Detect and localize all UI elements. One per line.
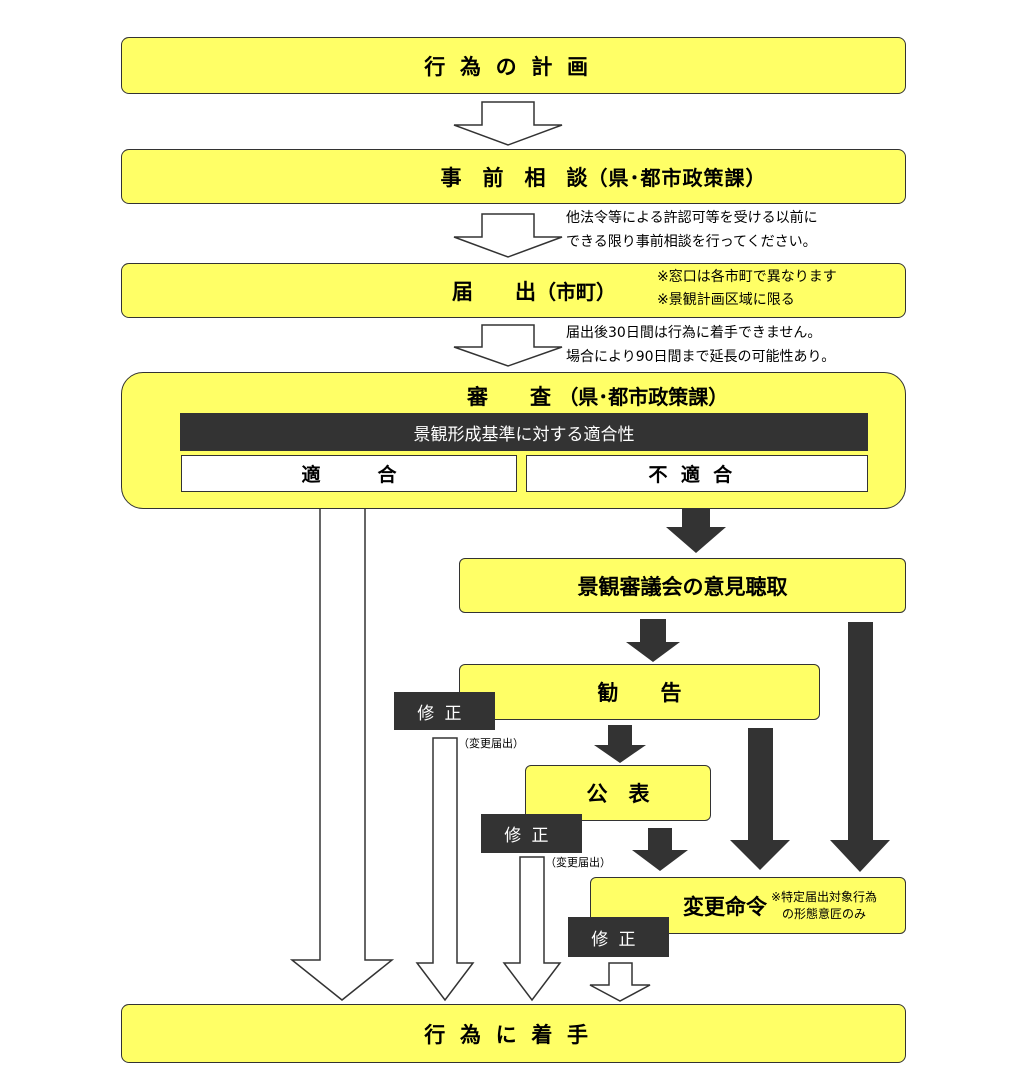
change-notice-2: （変更届出） <box>545 856 611 869</box>
consult-note-line-2: できる限り事前相談を行ってください。 <box>566 234 817 250</box>
arrow-council-to-advice <box>626 619 680 662</box>
fix-box-3: 修正 <box>568 917 669 957</box>
arrow-advice-to-order <box>730 728 790 870</box>
fix-box-1: 修正 <box>394 692 495 730</box>
consult-dept: （県･都市政策課） <box>587 166 767 190</box>
fix-label-1: 修正 <box>417 703 472 724</box>
arrow-council-to-order <box>830 622 890 872</box>
consult-label: 事 前 相 談 <box>440 165 588 190</box>
arrow-compliant-to-start <box>289 498 395 1001</box>
notify-box: 届 出 （市町） <box>121 263 906 318</box>
council-box: 景観審議会の意見聴取 <box>459 558 906 613</box>
start-box: 行為に着手 <box>121 1004 906 1063</box>
consult-note: 他法令等による許認可等を受ける以前に できる限り事前相談を行ってください。 <box>566 206 818 254</box>
order-note-line-2: の形態意匠のみ <box>782 906 867 921</box>
arrow-fix3-to-start <box>589 962 651 1002</box>
arrow-noncompliant-to-council <box>666 494 726 553</box>
plan-box: 行為の計画 <box>121 37 906 94</box>
criteria-bar: 景観形成基準に対する適合性 <box>180 413 868 451</box>
arrow-advice-to-publish <box>594 725 646 763</box>
advice-label: 勧 告 <box>597 681 682 705</box>
arrow-plan-to-consult <box>453 101 563 146</box>
review-title: 審 査 （県･都市政策課） <box>467 381 728 411</box>
council-label: 景観審議会の意見聴取 <box>577 574 788 599</box>
review-label: 審 査 <box>467 385 551 409</box>
compliant-label: 適 合 <box>301 464 397 486</box>
arrow-fix2-to-start <box>502 856 562 1002</box>
fix-label-2: 修正 <box>504 826 559 846</box>
notify-note-line-2: ※景観計画区域に限る <box>657 292 795 308</box>
arrow-consult-to-notify <box>453 213 563 258</box>
arrow-publish-to-order <box>632 828 688 871</box>
advice-box: 勧 告 <box>459 664 820 720</box>
consult-note-line-1: 他法令等による許認可等を受ける以前に <box>566 210 818 226</box>
wait-note: 届出後30日間は行為に着手できません。 場合により90日間まで延長の可能性あり。 <box>566 321 835 369</box>
notify-label: 届 出 <box>452 279 536 304</box>
noncompliant-box: 不適合 <box>526 455 868 492</box>
arrow-fix1-to-start <box>415 737 475 1002</box>
order-label: 変更命令 <box>683 894 767 919</box>
review-dept: （県･都市政策課） <box>558 385 729 409</box>
publish-label: 公 表 <box>586 782 650 806</box>
notify-note-line-1: ※窓口は各市町で異なります <box>657 269 837 285</box>
start-label: 行為に着手 <box>424 1022 603 1047</box>
consult-box: 事 前 相 談 （県･都市政策課） <box>121 149 906 204</box>
compliant-box: 適 合 <box>181 455 517 492</box>
arrow-notify-to-review <box>453 324 563 367</box>
fix-label-3: 修正 <box>591 929 646 950</box>
order-note: ※特定届出対象行為 の形態意匠のみ <box>771 889 877 923</box>
notify-note: ※窓口は各市町で異なります ※景観計画区域に限る <box>657 266 837 312</box>
notify-sub: （市町） <box>536 280 616 304</box>
publish-box: 公 表 <box>525 765 711 821</box>
noncompliant-label: 不適合 <box>648 464 746 486</box>
change-notice-1: （変更届出） <box>458 737 524 750</box>
wait-note-line-2: 場合により90日間まで延長の可能性あり。 <box>566 349 836 365</box>
criteria-label: 景観形成基準に対する適合性 <box>413 424 635 445</box>
order-note-line-1: ※特定届出対象行為 <box>771 889 878 904</box>
fix-box-2: 修正 <box>481 814 582 853</box>
plan-label: 行為の計画 <box>424 54 603 79</box>
wait-note-line-1: 届出後30日間は行為に着手できません。 <box>566 325 822 341</box>
